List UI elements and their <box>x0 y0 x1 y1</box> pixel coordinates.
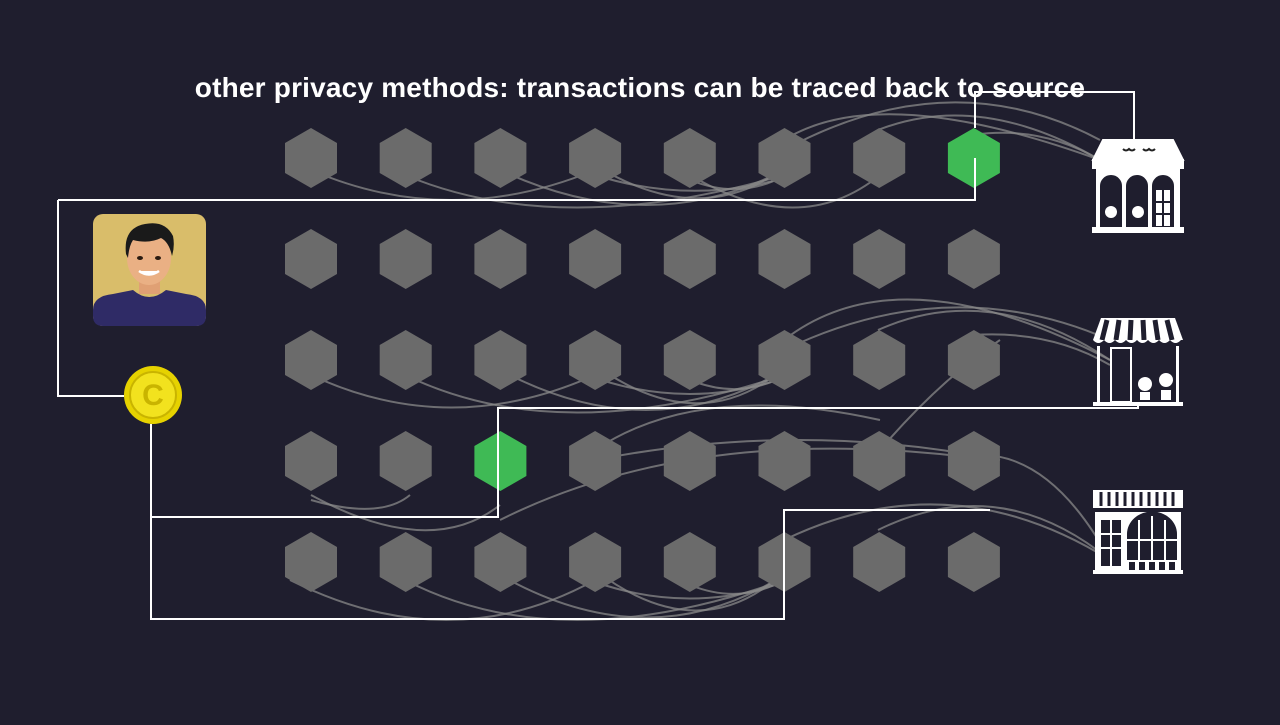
mesh-curve <box>310 494 501 532</box>
network-node <box>379 229 432 289</box>
mesh-curve <box>594 364 785 405</box>
network-node <box>379 330 432 390</box>
node-grid <box>285 128 1000 592</box>
network-node <box>758 128 811 188</box>
network-node <box>569 532 622 592</box>
mesh-curve <box>310 169 596 201</box>
coin-icon: C <box>124 366 182 424</box>
network-node <box>663 532 716 592</box>
mesh-curve <box>594 164 785 200</box>
boutique-storefront-icon <box>1093 490 1183 574</box>
mesh-curve <box>499 574 785 619</box>
mesh-curve <box>499 447 991 521</box>
network-node <box>285 532 337 592</box>
network-node <box>569 330 622 390</box>
network-node <box>663 128 716 188</box>
network-node <box>758 431 811 491</box>
mesh-curve <box>594 404 881 451</box>
mesh-curve <box>972 333 1111 366</box>
mesh-curve <box>877 114 1101 161</box>
avatar <box>93 214 206 326</box>
network-node <box>853 330 906 390</box>
network-node <box>947 229 1000 289</box>
cafe-storefront-icon <box>1091 139 1185 233</box>
mesh-curve <box>783 113 1101 161</box>
network-node <box>285 128 337 188</box>
network-node <box>853 128 906 188</box>
trace-path <box>57 200 124 397</box>
mesh-curve <box>783 101 1101 151</box>
mesh-curve <box>310 494 411 510</box>
trace-path <box>150 509 990 620</box>
mesh-curve <box>972 131 1101 161</box>
network-node <box>474 229 527 289</box>
network-node <box>663 330 716 390</box>
network-node <box>285 229 337 289</box>
mesh-curve <box>594 569 785 612</box>
mesh-curve <box>594 174 785 192</box>
network-node <box>379 128 432 188</box>
mesh-curve <box>877 505 1111 561</box>
network-node <box>947 330 1000 390</box>
network-node <box>569 229 622 289</box>
network-node <box>758 330 811 390</box>
mesh-curve <box>783 298 1111 361</box>
mesh-curve <box>783 503 1111 561</box>
network-node <box>474 128 527 188</box>
network-node <box>569 128 622 188</box>
mesh-curve <box>783 306 1111 351</box>
trace-path <box>974 91 1135 140</box>
coin-letter: C <box>142 379 164 412</box>
trace-path <box>150 402 1139 518</box>
mesh-curve <box>689 174 881 209</box>
highlighted-node <box>474 431 527 491</box>
network-node <box>853 431 906 491</box>
network-node <box>758 229 811 289</box>
awning-storefront-icon <box>1093 318 1183 406</box>
highlighted-node <box>947 128 1000 188</box>
network-node <box>853 229 906 289</box>
network-node <box>285 330 337 390</box>
network-node <box>569 431 622 491</box>
network-node <box>285 431 337 491</box>
network-node <box>474 330 527 390</box>
network-node <box>379 431 432 491</box>
trace-paths <box>57 91 1139 620</box>
network-node <box>947 431 1000 491</box>
network-node <box>947 532 1000 592</box>
network-node <box>663 229 716 289</box>
mesh-curve <box>877 309 1111 361</box>
trace-path <box>58 158 976 201</box>
network-node <box>379 532 432 592</box>
mesh-curve <box>289 579 596 621</box>
network-node <box>853 532 906 592</box>
network-node <box>663 431 716 491</box>
page-title: other privacy methods: transactions can … <box>194 72 1086 103</box>
network-node <box>474 532 527 592</box>
mesh-curve <box>310 374 596 409</box>
